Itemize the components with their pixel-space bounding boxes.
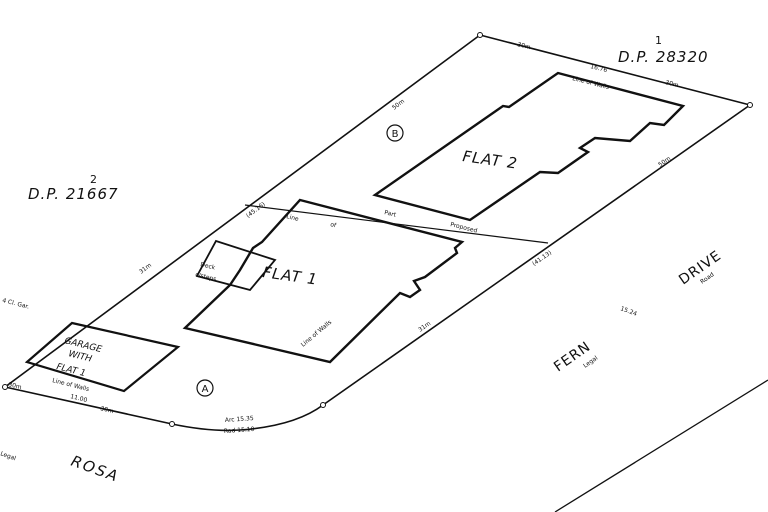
flat1-outline	[182, 198, 465, 364]
fern-road-name: FERN	[551, 339, 594, 376]
unit-b-circle	[386, 124, 404, 142]
top-dimension-1: 30m	[517, 41, 532, 51]
top-dimension-3: 30m	[665, 79, 680, 89]
unit-b-label: B	[392, 129, 399, 140]
left-lot-number: 2	[90, 173, 97, 186]
rosa-legal-label: Legal	[0, 450, 17, 462]
deck-sub-label: c/steps	[195, 271, 217, 283]
bottom-dimension-1: 30m	[8, 381, 23, 391]
left-lot-dp: D.P. 21667	[28, 185, 119, 203]
line-of-part-2: of	[330, 221, 338, 229]
top-lot-number: 1	[655, 34, 662, 47]
survey-pegs	[2, 32, 753, 427]
arc-radius-label: Rad 15.10	[224, 426, 255, 435]
cl-garage-label: 4 Cl. Gar.	[2, 297, 31, 310]
flat2-outline	[372, 71, 686, 222]
left-side-dimension: (45.16)	[245, 201, 267, 220]
right-boundary-line	[322, 104, 751, 406]
bottom-dimension-2: 11.00	[70, 393, 89, 404]
peg-marker	[2, 384, 8, 390]
rosa-road-name: ROSA	[69, 452, 122, 486]
road-far-edge-line	[554, 379, 768, 512]
deck-label: Deck	[200, 261, 217, 272]
flat1-label: FLAT 1	[261, 263, 319, 289]
flat1-walls-label: Line of Walls	[300, 319, 333, 349]
road-width-label: 15.24	[619, 305, 638, 318]
unit-a-label: A	[202, 384, 209, 395]
right-50m-dimension: 50m	[657, 155, 672, 169]
left-boundary-line	[4, 34, 481, 388]
garage-outline	[24, 321, 181, 393]
left-31m-dimension: 31m	[138, 262, 153, 276]
top-lot-dp: D.P. 28320	[618, 48, 709, 66]
line-of-part-1: Line	[286, 213, 300, 223]
flat2-walls-label: Line of Walls	[572, 75, 610, 91]
right-31m-dimension: 31m	[417, 320, 432, 334]
bottom-dimension-3: 30m	[100, 405, 115, 415]
flat2-label: FLAT 2	[461, 147, 519, 173]
peg-marker	[320, 402, 326, 408]
peg-marker	[747, 102, 753, 108]
unit-a-circle	[196, 379, 214, 397]
peg-marker	[169, 421, 175, 427]
deck-outline	[195, 239, 277, 292]
right-side-dimension: (41.13)	[531, 249, 553, 267]
arc-length-label: Arc 15.35	[225, 415, 254, 424]
peg-marker	[477, 32, 483, 38]
garage-label-line3: FLAT 1	[55, 362, 86, 379]
top-boundary-line	[479, 34, 751, 106]
front-boundary-curve	[4, 386, 324, 432]
line-of-part-3: Part	[384, 209, 398, 219]
top-dimension-2: 16.76	[590, 63, 609, 74]
